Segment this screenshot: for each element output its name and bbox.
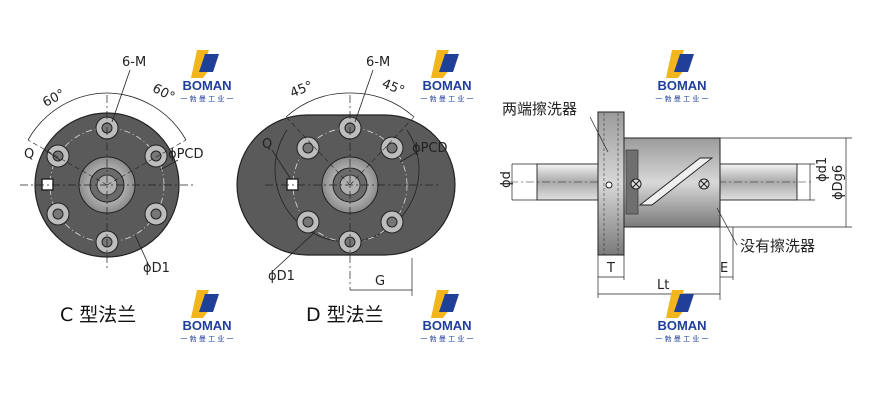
c-pcd-label: ϕPCD [168, 147, 204, 162]
c-angle-arc-left [27, 92, 108, 141]
c-angle-arc-right [106, 92, 187, 141]
c-angle-right-label: 60° [150, 81, 177, 105]
d-holes-label: 6-M [366, 55, 390, 70]
c-flange-caption: C 型法兰 [60, 304, 137, 326]
d-angle-left-label: 45° [288, 79, 315, 102]
e-dim-label: E [720, 261, 728, 276]
c-flange-drawing: 60° 60° 6-M Q ϕPCD ϕD1 [20, 55, 204, 276]
side-view-drawing: 两端擦洗器 没有擦洗器 ϕd ϕd1 ϕDg6 T Lt E [499, 100, 852, 300]
d-flange-drawing: 45° 45° 6-M Q ϕPCD ϕD1 G [236, 55, 456, 296]
d-angle-right-label: 45° [380, 77, 407, 100]
d-dim-label: ϕd [499, 171, 514, 188]
t-dim-label: T [606, 261, 615, 276]
d-g-label: G [375, 274, 385, 289]
return-tube [638, 157, 714, 206]
dg6-dim-label: ϕDg6 [831, 165, 846, 200]
d-q-label: Q [262, 137, 272, 152]
d-flange-caption: D 型法兰 [306, 304, 384, 326]
c-holes-label: 6-M [122, 55, 146, 70]
wiper-both-ends-label: 两端擦洗器 [502, 100, 577, 118]
d-pcd-label: ϕPCD [412, 141, 448, 156]
d1-dim-label: ϕd1 [815, 157, 830, 182]
d-d1-label: ϕD1 [268, 269, 295, 284]
c-angle-left-label: 60° [40, 87, 67, 111]
no-wiper-label: 没有擦洗器 [740, 237, 815, 255]
c-grease-port [41, 178, 54, 191]
c-q-label: Q [24, 147, 34, 162]
d-grease-port [286, 178, 299, 191]
c-d1-label: ϕD1 [143, 261, 170, 276]
lt-dim-label: Lt [657, 278, 669, 293]
